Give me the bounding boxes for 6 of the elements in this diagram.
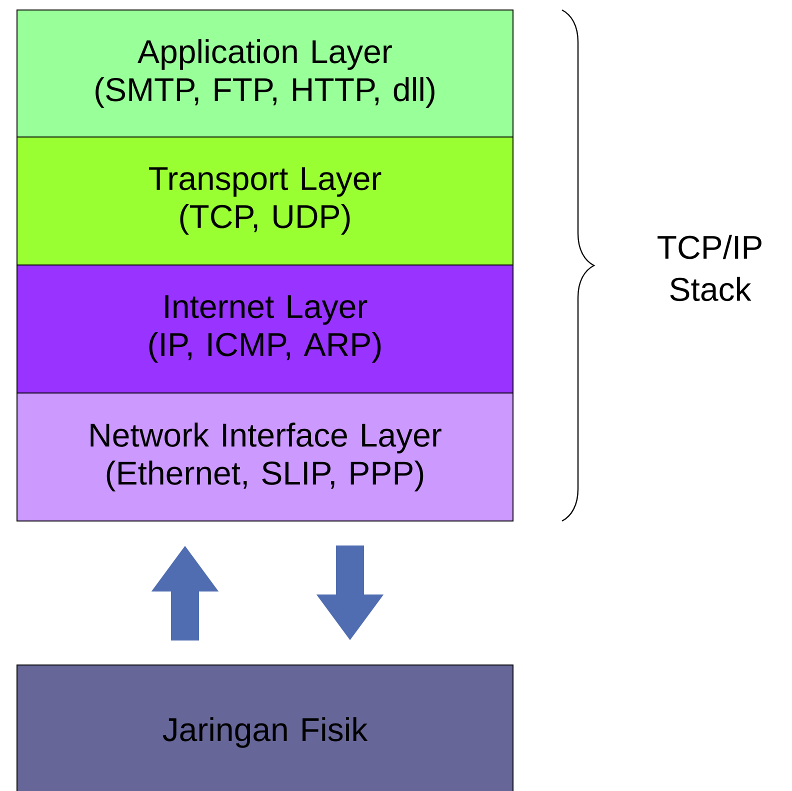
layer-box: Transport Layer (TCP, UDP) <box>16 136 514 266</box>
network-box: Jaringan Fisik <box>16 664 514 791</box>
layer-box: Application Layer (SMTP, FTP, HTTP, dll) <box>16 9 514 138</box>
stack-label: TCP/IP Stack <box>658 234 762 302</box>
layer-box: Internet Layer (IP, ICMP, ARP) <box>16 264 514 394</box>
layer-box: Network Interface Layer (Ethernet, SLIP, PPP) <box>16 392 514 522</box>
